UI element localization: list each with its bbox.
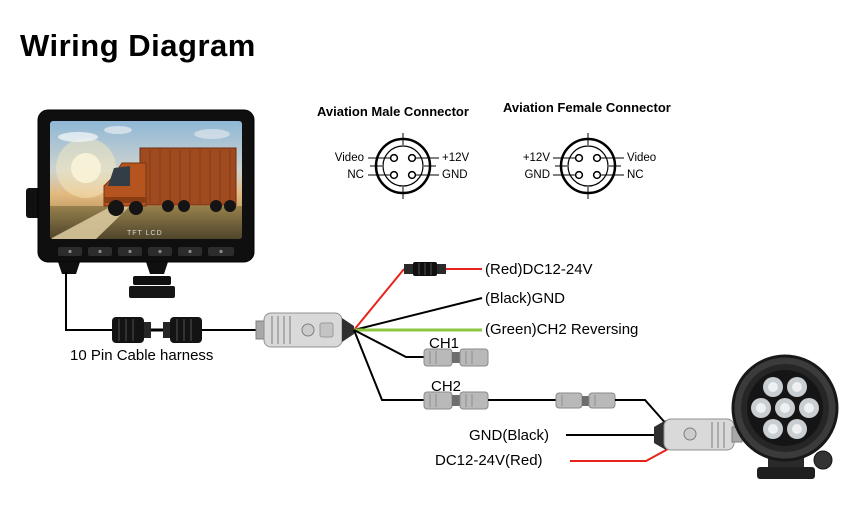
female-pin-video: Video bbox=[627, 152, 657, 164]
wire-black-ground bbox=[353, 297, 483, 331]
female-connector-title: Aviation Female Connector bbox=[503, 100, 671, 115]
monitor bbox=[26, 109, 255, 298]
light-connector bbox=[654, 418, 743, 451]
monitor-button-glyphs bbox=[68, 249, 223, 254]
monitor-mount-lug bbox=[58, 262, 80, 274]
harness-label: 10 Pin Cable harness bbox=[70, 347, 214, 364]
male-pin-video: Video bbox=[334, 152, 364, 164]
label-light-ground: GND(Black) bbox=[469, 427, 550, 444]
light-base bbox=[757, 467, 815, 479]
monitor-mount-lug bbox=[146, 262, 168, 274]
wire-light-power bbox=[570, 448, 669, 462]
male-pin-nc: NC bbox=[347, 169, 364, 181]
cable-clamp bbox=[129, 286, 175, 298]
light-knob bbox=[813, 450, 833, 470]
ten-pin-harness-connector bbox=[112, 317, 202, 343]
ch1-connector bbox=[423, 348, 489, 367]
monitor-screen-brand: TFT LCD bbox=[127, 230, 163, 237]
label-ch1: CH1 bbox=[429, 335, 460, 352]
female-pin-12v: +12V bbox=[522, 152, 550, 164]
male-connector-title: Aviation Male Connector bbox=[317, 104, 469, 119]
male-pin-12v: +12V bbox=[442, 152, 470, 164]
cable-clamp bbox=[133, 276, 171, 285]
label-black-ground: (Black)GND bbox=[485, 290, 566, 307]
inline-power-connector bbox=[404, 262, 446, 276]
label-green-reversing: (Green)CH2 Reversing bbox=[485, 321, 639, 338]
wire-red-power bbox=[353, 268, 405, 331]
male-pin-gnd: GND bbox=[442, 169, 468, 181]
label-light-power: DC12-24V(Red) bbox=[435, 452, 543, 469]
light-leds bbox=[751, 377, 819, 439]
led-work-light bbox=[731, 354, 839, 479]
main-cable bbox=[65, 272, 262, 331]
monitor-screen-image bbox=[50, 121, 242, 239]
female-pin-nc: NC bbox=[627, 169, 644, 181]
wire-ch1 bbox=[353, 329, 424, 358]
label-ch2: CH2 bbox=[431, 378, 462, 395]
aviation-female-connector-diagram bbox=[553, 133, 624, 199]
wire-ch2 bbox=[353, 329, 424, 401]
page-title: Wiring Diagram bbox=[20, 28, 256, 63]
female-pin-gnd: GND bbox=[524, 169, 550, 181]
aviation-male-connector-diagram bbox=[368, 133, 439, 199]
ch2-connector-chain bbox=[423, 391, 669, 427]
label-red-power: (Red)DC12-24V bbox=[485, 261, 593, 278]
splitter-connector bbox=[255, 312, 354, 348]
